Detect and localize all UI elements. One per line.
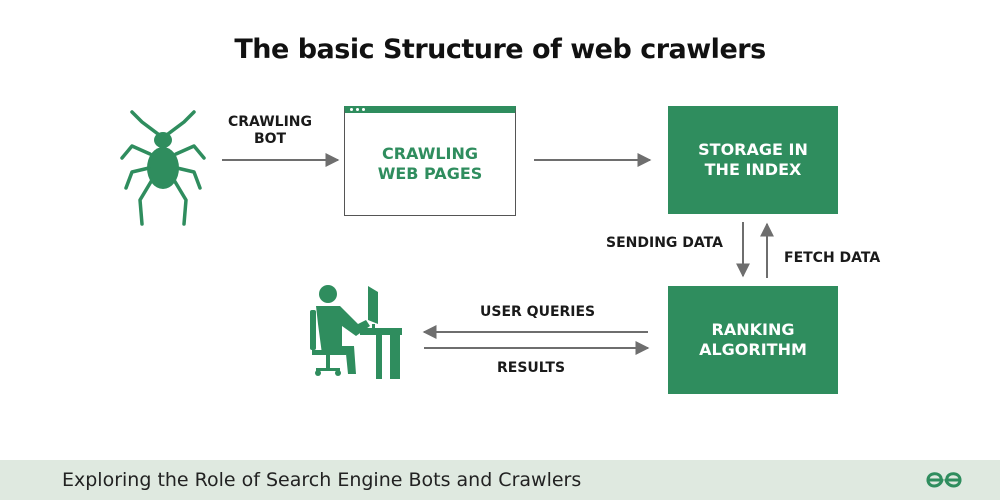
storage-line2: THE INDEX xyxy=(704,160,802,179)
results-label: RESULTS xyxy=(497,360,566,376)
storage-index-node: STORAGE IN THE INDEX xyxy=(668,106,838,214)
footer-caption: Exploring the Role of Search Engine Bots… xyxy=(62,469,582,491)
ranking-line1: RANKING xyxy=(711,320,795,339)
crawling-pages-line2: WEB PAGES xyxy=(377,164,483,183)
ranking-line2: ALGORITHM xyxy=(699,340,807,359)
window-dots xyxy=(350,106,365,113)
crawling-bot-label: CRAWLING BOT xyxy=(222,114,318,148)
crawling-web-pages-node: CRAWLING WEB PAGES xyxy=(344,106,516,216)
diagram-title: The basic Structure of web crawlers xyxy=(234,34,766,65)
ranking-algorithm-node: RANKING ALGORITHM xyxy=(668,286,838,394)
crawling-bot-label-line1: CRAWLING xyxy=(227,114,313,130)
crawling-pages-line1: CRAWLING xyxy=(381,144,479,163)
sending-data-label: SENDING DATA xyxy=(606,235,723,251)
crawling-bot-label-line2: BOT xyxy=(253,131,287,147)
user-queries-label: USER QUERIES xyxy=(480,304,596,320)
fetch-data-label: FETCH DATA xyxy=(784,250,881,266)
gfg-logo-icon xyxy=(926,472,962,488)
storage-line1: STORAGE IN xyxy=(698,140,808,159)
user-at-computer-icon xyxy=(310,285,402,379)
footer-bar: Exploring the Role of Search Engine Bots… xyxy=(0,460,1000,500)
spider-icon xyxy=(120,110,206,226)
